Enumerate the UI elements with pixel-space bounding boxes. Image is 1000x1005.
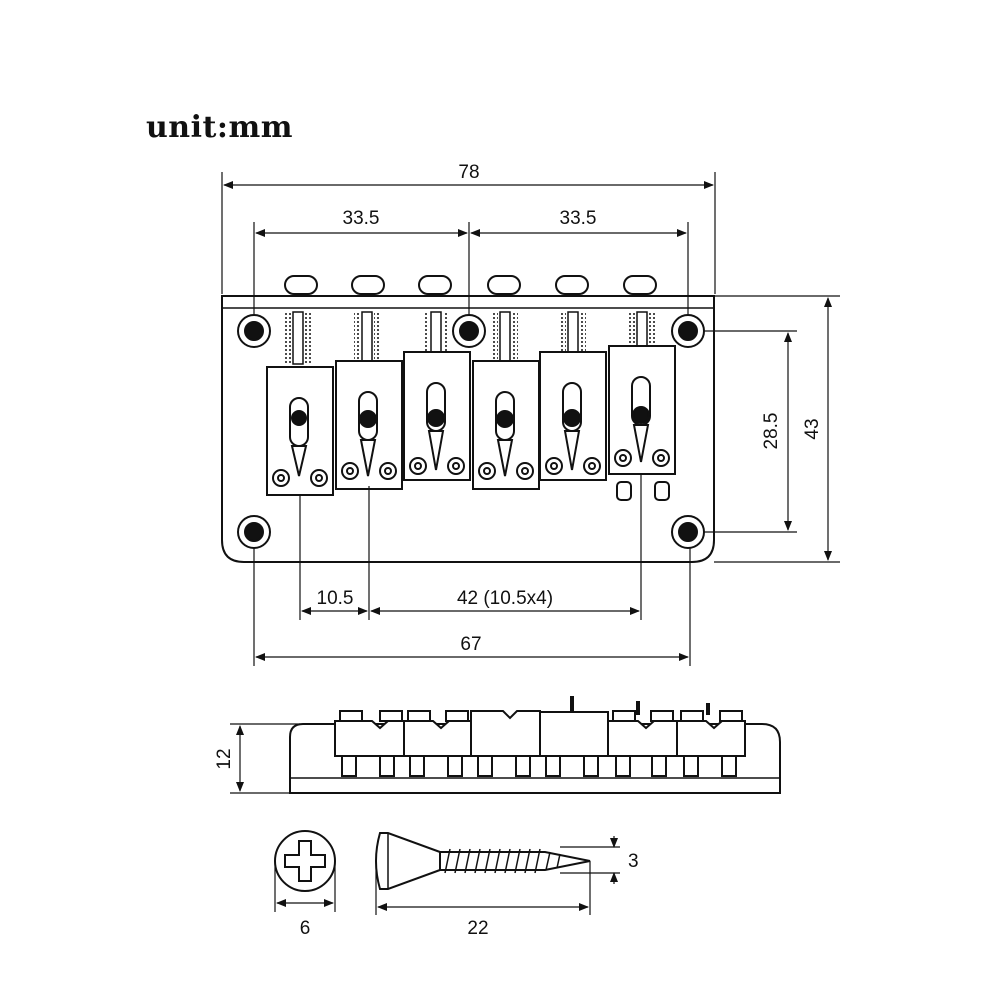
saddle-3 bbox=[403, 351, 471, 481]
dimension-lines bbox=[221, 172, 840, 666]
dim-label-screw-head-diameter: 6 bbox=[300, 918, 311, 939]
saddle-4 bbox=[472, 360, 540, 490]
screw-head-icon bbox=[274, 830, 336, 892]
dim-label-side-height: 12 bbox=[214, 748, 235, 769]
dim-label-overall-width: 78 bbox=[458, 162, 479, 183]
dim-label-screw-thread-diameter: 3 bbox=[628, 851, 639, 872]
saddle-1 bbox=[266, 366, 334, 496]
mount-hole-bottom-right bbox=[671, 515, 705, 549]
dim-label-mount-hole-height: 28.5 bbox=[761, 413, 782, 450]
mount-hole-top-left bbox=[237, 314, 271, 348]
screw-dimensions bbox=[375, 836, 620, 915]
unit-label: unit:mm bbox=[146, 110, 293, 145]
string-slots bbox=[284, 275, 657, 295]
dim-label-string-spacing: 10.5 bbox=[317, 588, 354, 609]
screw-side-icon bbox=[375, 832, 591, 890]
side-view bbox=[289, 696, 781, 794]
dim-label-hole-span: 67 bbox=[460, 634, 481, 655]
saddle-5 bbox=[539, 351, 607, 481]
saddle-2 bbox=[335, 360, 403, 490]
dim-label-string-total: 42 (10.5x4) bbox=[457, 588, 553, 609]
saddle-springs bbox=[285, 311, 655, 365]
saddles bbox=[266, 345, 676, 501]
dim-label-half-span-right: 33.5 bbox=[560, 208, 597, 229]
saddle-6 bbox=[608, 345, 676, 501]
dim-label-overall-height: 43 bbox=[802, 418, 823, 439]
side-view-saddles bbox=[334, 710, 746, 777]
dim-label-half-span-left: 33.5 bbox=[343, 208, 380, 229]
side-dimension bbox=[230, 723, 300, 794]
mount-hole-top-right bbox=[671, 314, 705, 348]
dim-label-screw-length: 22 bbox=[467, 918, 488, 939]
base-plate bbox=[221, 295, 715, 563]
mount-hole-bottom-left bbox=[237, 515, 271, 549]
screw-head-dimension bbox=[274, 861, 336, 912]
mount-hole-top-center bbox=[452, 314, 486, 348]
